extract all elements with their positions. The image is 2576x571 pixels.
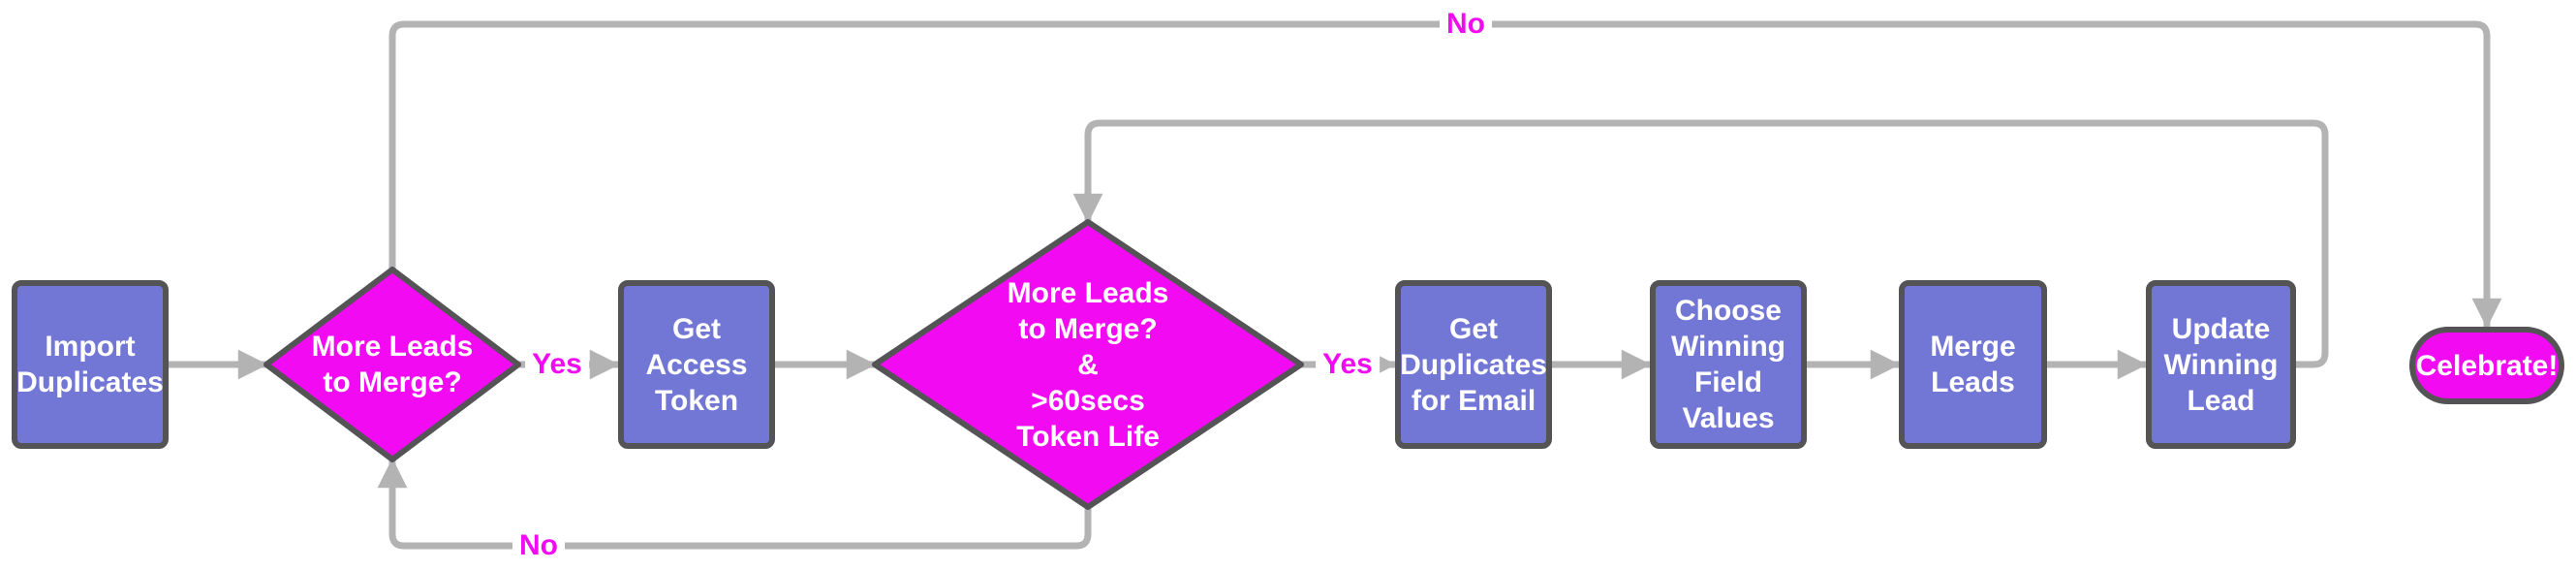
node-choose-winning-field-values: Choose Winning Field Values [1650,280,1807,449]
node-label-line: for Email [1411,384,1536,417]
node-label-line: Merge [1930,331,2016,363]
node-label-line: Token [654,384,739,417]
node-label-line: Choose [1674,295,1782,327]
decision2-diamond-shape [872,219,1304,510]
node-label-line: Winning [1670,331,1786,363]
decision1-diamond-shape [264,267,521,462]
node-label-line: Access [645,348,748,381]
edge-update-winning-loop-to-decision2 [1072,119,2329,368]
edge-label-decision1-no: No [1440,8,1492,41]
node-label-line: Duplicates [16,366,164,398]
node-update-winning-lead: Update Winning Lead [2146,280,2296,449]
node-get-access-token: Get Access Token [618,280,775,449]
node-celebrate: Celebrate! [2409,327,2564,404]
node-label-line: Leads [1931,366,2015,398]
node-label-line: Import [45,331,136,363]
node-get-duplicates-for-email: Get Duplicates for Email [1395,280,1552,449]
node-label-line: Celebrate! [2415,349,2559,382]
node-label-line: Winning [2163,348,2279,381]
node-merge-leads: Merge Leads [1899,280,2047,449]
node-label-line: Get [671,312,721,345]
edge-label-decision1-yes: Yes [525,348,589,381]
node-label-line: Get [1448,312,1498,345]
node-label-line: Values [1682,402,1775,434]
node-label-line: Field [1693,366,1762,398]
node-label-line: Lead [2187,384,2255,417]
node-label-line: Duplicates [1400,348,1547,381]
edge-decision2-no-to-decision1 [377,458,1092,550]
edge-label-decision2-yes: Yes [1316,348,1380,381]
edge-label-decision2-no: No [512,529,565,562]
node-import-duplicates: Import Duplicates [12,280,169,449]
node-label-line: Update [2171,312,2271,345]
